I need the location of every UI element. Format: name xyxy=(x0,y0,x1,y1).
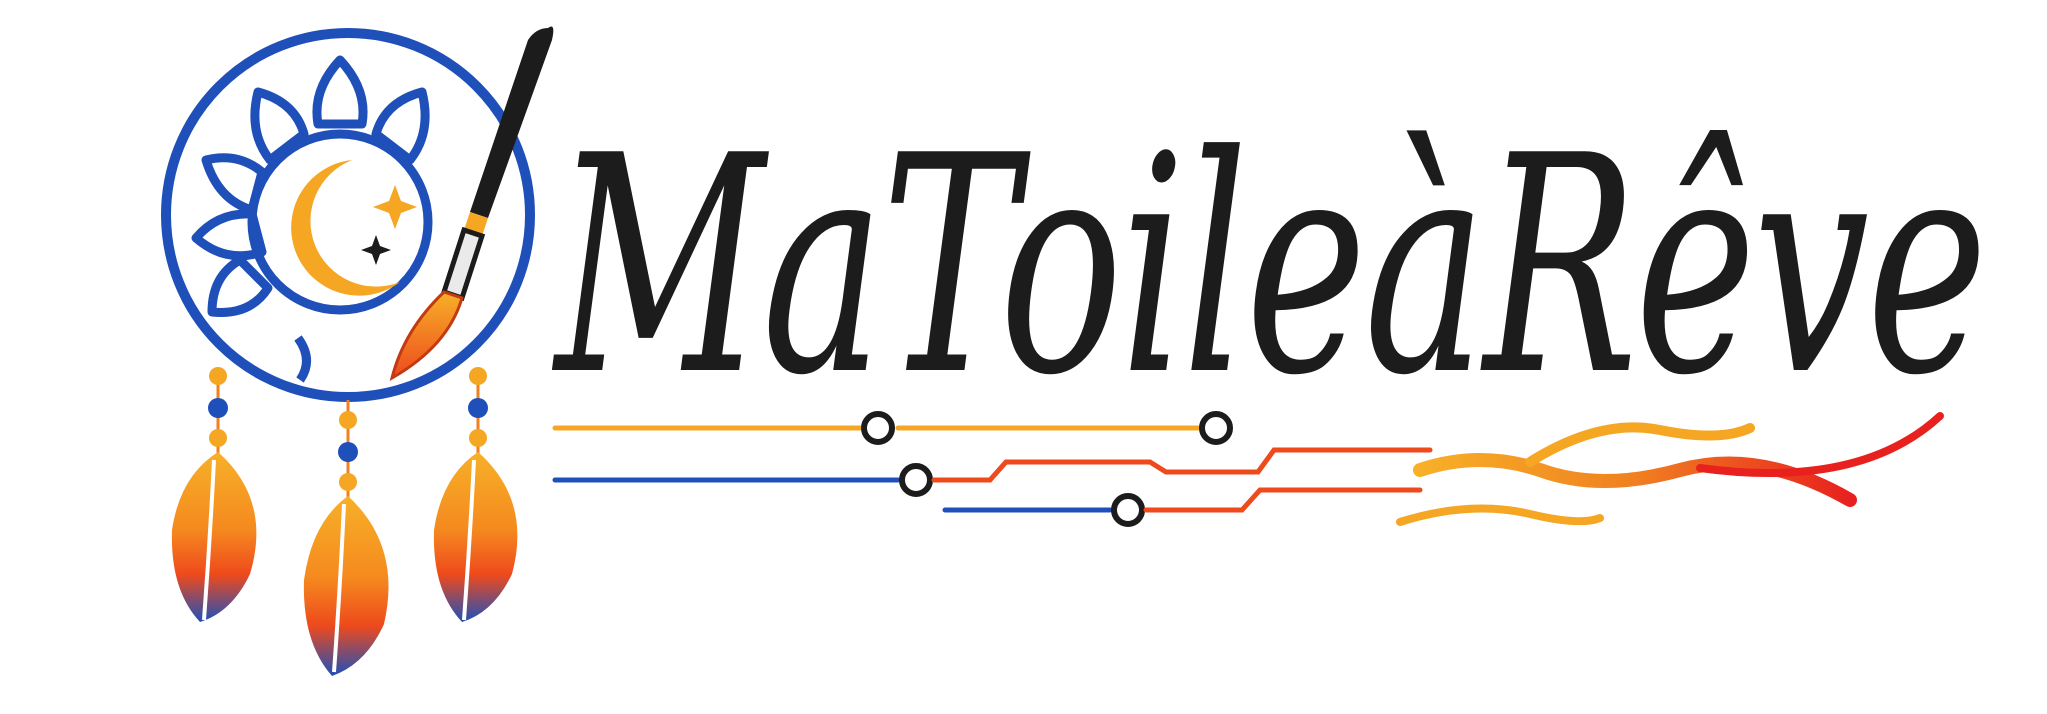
circuit-lines xyxy=(552,411,1433,527)
star-icon xyxy=(361,235,391,265)
star-icon xyxy=(373,185,417,229)
crescent-moon-icon xyxy=(291,160,400,296)
paintbrush-icon xyxy=(389,26,554,382)
wave-strokes xyxy=(1396,412,1944,526)
feather-icon xyxy=(171,452,257,622)
sun-icon xyxy=(191,55,433,383)
feather-icon xyxy=(303,496,389,676)
brand-wordmark: MaToileàRêve xyxy=(552,92,1985,441)
dreamcatcher-icon xyxy=(161,26,554,676)
feather-icon xyxy=(433,452,518,622)
